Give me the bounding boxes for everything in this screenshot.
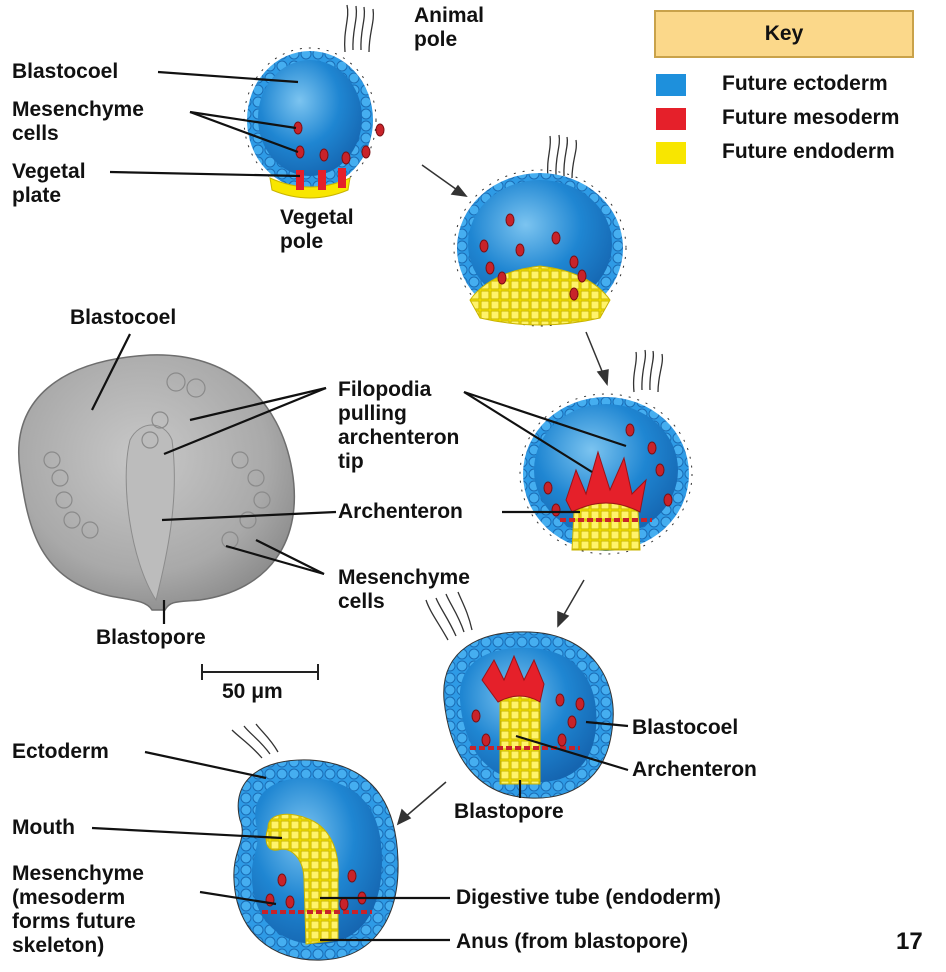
embryo-stage-4 — [426, 592, 613, 798]
label-ectoderm: Ectoderm — [12, 740, 109, 764]
key-label-endoderm: Future endoderm — [722, 140, 895, 164]
label-vegetal-pole: Vegetal pole — [280, 206, 354, 254]
label-blastocoel-1: Blastocoel — [12, 60, 118, 84]
label-archenteron-micrograph: Archenteron — [338, 500, 463, 524]
label-archenteron-4: Archenteron — [632, 758, 757, 782]
label-animal-pole: Animal pole — [414, 4, 484, 52]
cilia-stage-1 — [345, 5, 374, 52]
key-label-mesoderm: Future mesoderm — [722, 106, 899, 130]
label-mouth: Mouth — [12, 816, 75, 840]
endoderm-swatch — [656, 142, 686, 164]
scale-bar — [202, 664, 318, 680]
label-blastopore-4: Blastopore — [454, 800, 564, 824]
label-blastocoel-micrograph: Blastocoel — [70, 306, 176, 330]
label-blastopore-micrograph: Blastopore — [96, 626, 206, 650]
label-mesenchyme-skeleton: Mesenchyme (mesoderm forms future skelet… — [12, 862, 144, 958]
label-vegetal-plate: Vegetal plate — [12, 160, 86, 208]
label-mesenchyme-cells-micrograph: Mesenchyme cells — [338, 566, 470, 614]
page-number: 17 — [896, 928, 923, 956]
scale-bar-label: 50 μm — [222, 680, 283, 704]
key-label-ectoderm: Future ectoderm — [722, 72, 888, 96]
embryo-stage-5 — [232, 724, 398, 960]
label-mesenchyme-cells-1: Mesenchyme cells — [12, 98, 144, 146]
label-filopodia: Filopodia pulling archenteron tip — [338, 378, 459, 474]
ectoderm-swatch — [656, 74, 686, 96]
label-anus: Anus (from blastopore) — [456, 930, 688, 954]
label-blastocoel-4: Blastocoel — [632, 716, 738, 740]
label-digestive-tube: Digestive tube (endoderm) — [456, 886, 721, 910]
mesoderm-swatch — [656, 108, 686, 130]
embryo-stage-2 — [454, 135, 626, 326]
embryo-stage-1 — [244, 5, 384, 198]
micrograph-image — [19, 355, 295, 610]
key-title: Key — [654, 10, 914, 58]
